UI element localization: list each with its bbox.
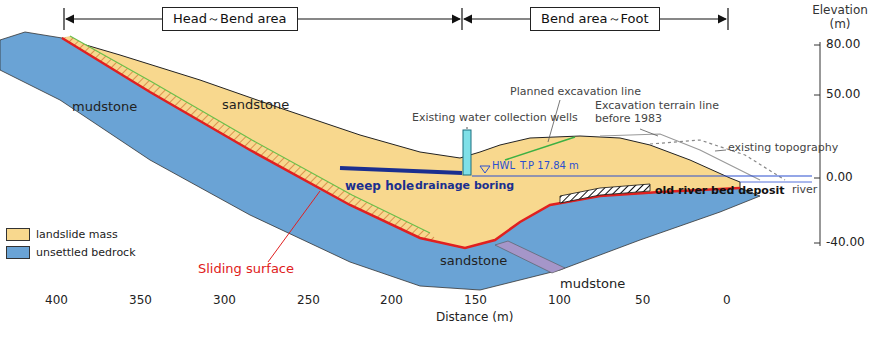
axis-value: 250 [297,294,320,308]
river-label: river [792,184,817,197]
axis-value: 100 [548,294,571,308]
axis-title: Distance (m) [436,311,513,325]
legend-row: unsettled bedrock [6,246,136,259]
axis-value: 0 [723,294,731,308]
axis-value: 300 [213,294,236,308]
axis-value: 350 [129,294,152,308]
sliding-surface-label: Sliding surface [198,262,294,277]
legend-row: landslide mass [6,228,118,241]
range-box: Bend area～Foot [530,7,660,31]
rock-label: sandstone [222,98,289,113]
terrain-label: Excavation terrain line before 1983 [595,100,725,125]
axis-value: 150 [464,294,487,308]
rock-label: mudstone [72,100,137,115]
legend-text: landslide mass [36,228,118,241]
drainage-label: drainage boring [415,180,514,193]
legend-swatch [6,246,30,259]
excavation-label: Planned excavation line [510,86,641,99]
hwl-label: HWL [492,160,515,172]
well-label: Existing water collection wells [412,112,578,125]
axis-title: Elevation (m) [810,4,870,32]
range-label: Bend area～Foot [541,10,649,28]
axis-value: 50 [635,294,650,308]
topography-label: existing topography [728,142,838,155]
legend-swatch [6,228,30,241]
range-label: Head～Bend area [173,10,287,28]
hwl-value: T.P 17.84 m [520,160,579,172]
axis-value: 200 [380,294,403,308]
axis-value: 400 [45,294,68,308]
weep-hole-label: weep hole [345,180,414,194]
axis-value: 0.00 [826,171,853,185]
axis-value: 80.00 [826,38,860,52]
legend-text: unsettled bedrock [36,246,136,259]
rock-label: mudstone [560,277,625,292]
range-box: Head～Bend area [162,7,298,31]
axis-value: -40.00 [826,236,865,250]
deposit-label: old river bed deposit [655,185,785,198]
rock-label: sandstone [440,254,507,269]
axis-value: 50.00 [826,88,860,102]
